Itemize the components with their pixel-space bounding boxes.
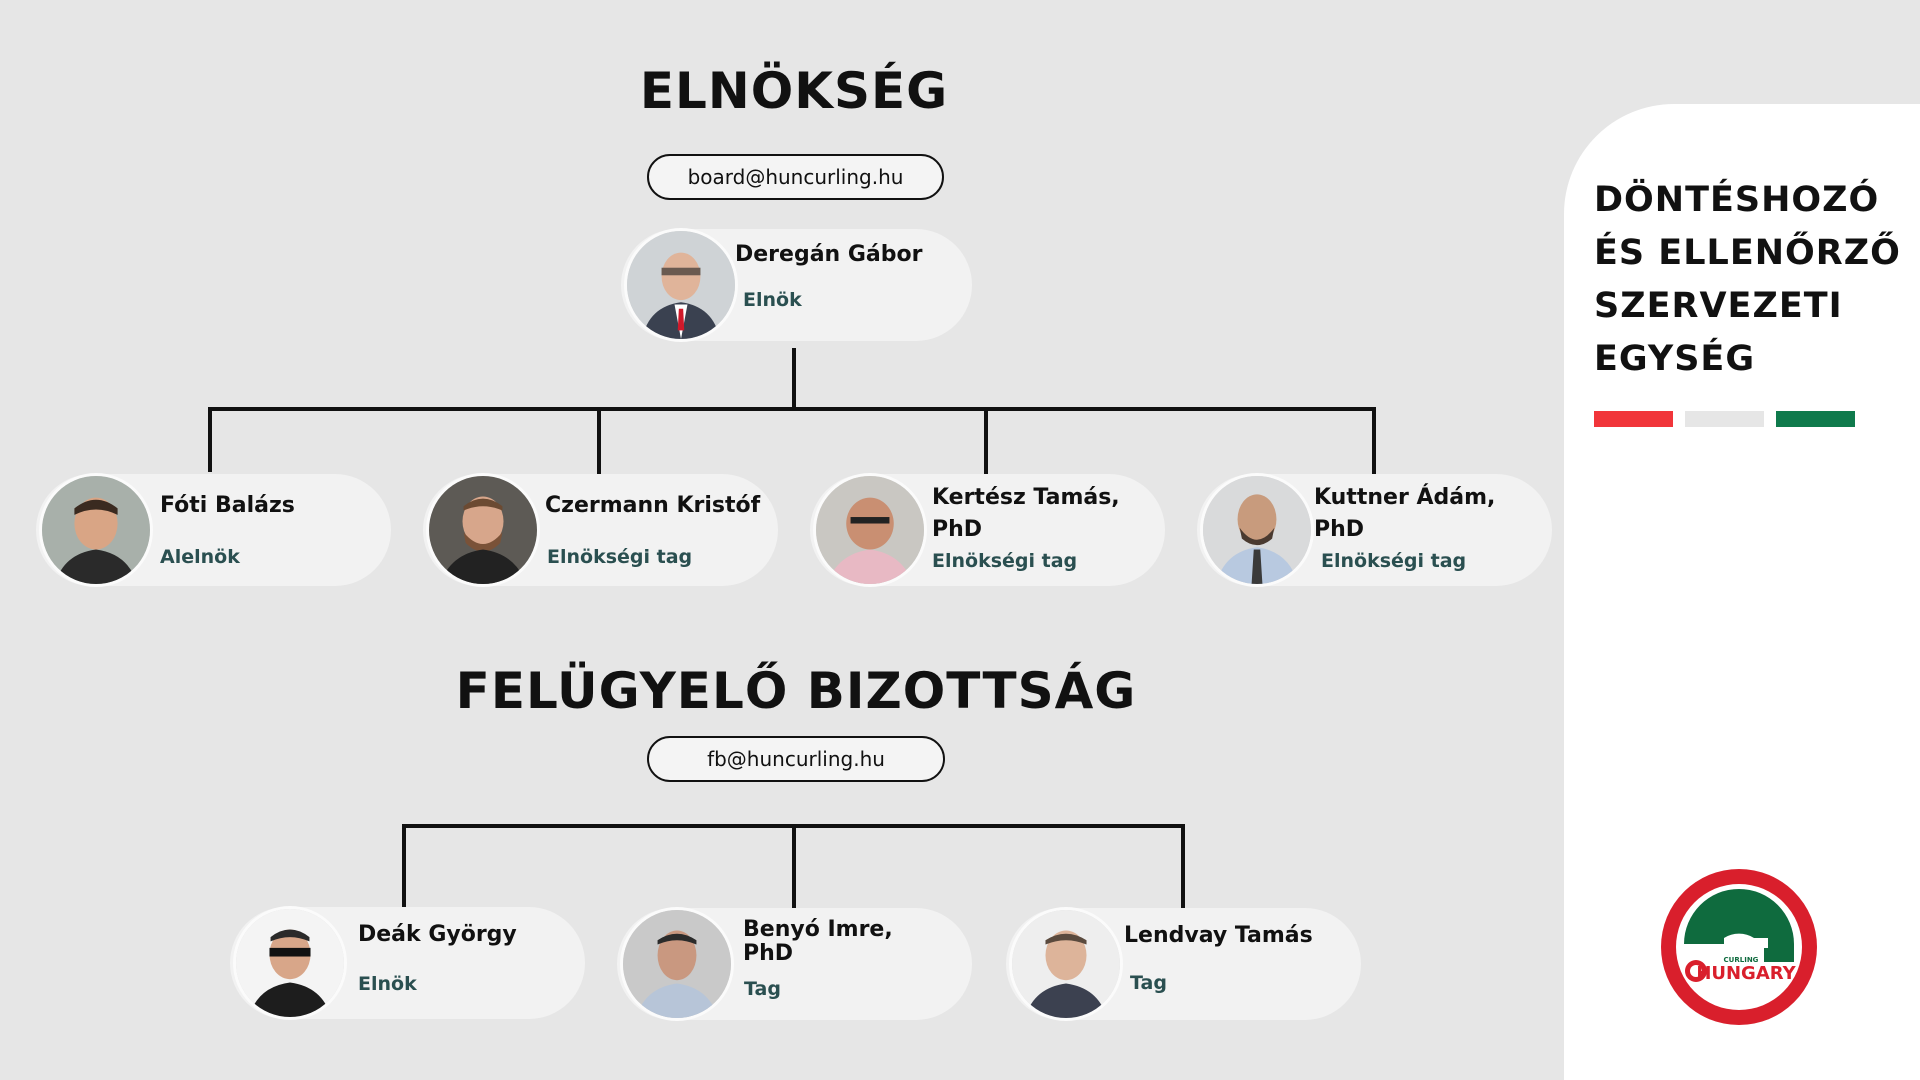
connector-line (208, 407, 1376, 411)
connector-line (402, 824, 406, 908)
person-card-supervisory-member: Benyó Imre, PhD Tag (617, 908, 972, 1020)
person-name: Deák György (358, 922, 517, 947)
connector-line (208, 407, 212, 472)
person-role: Alelnök (160, 546, 240, 568)
avatar (236, 909, 344, 1017)
avatar (1203, 476, 1311, 584)
supervisory-title: FELÜGYELŐ BIZOTTSÁG (455, 662, 1137, 720)
person-role: Elnök (743, 289, 802, 311)
connector-line (1372, 407, 1376, 474)
flag-bar-red (1594, 411, 1673, 427)
person-card-board-member: Kuttner Ádám, PhD Elnökségi tag (1197, 474, 1552, 586)
person-card-supervisory-member: Deák György Elnök (230, 907, 585, 1019)
person-name: Deregán Gábor (735, 242, 923, 267)
supervisory-email[interactable]: fb@huncurling.hu (647, 736, 945, 782)
side-panel-title: DÖNTÉSHOZÓ ÉS ELLENŐRZŐ SZERVEZETI EGYSÉ… (1594, 180, 1901, 379)
person-role: Tag (1130, 972, 1167, 994)
person-name: Kertész Tamás, PhD (932, 485, 1120, 542)
connector-line (792, 824, 796, 908)
person-card-board-member: Kertész Tamás, PhD Elnökségi tag (810, 474, 1165, 586)
board-title: ELNÖKSÉG (639, 62, 949, 120)
person-card-president: Deregán Gábor Elnök (621, 229, 972, 341)
person-role: Tag (744, 978, 781, 1000)
avatar (429, 476, 537, 584)
person-card-supervisory-member: Lendvay Tamás Tag (1006, 908, 1361, 1020)
person-role: Elnökségi tag (1321, 550, 1467, 572)
avatar (627, 231, 735, 339)
connector-line (792, 348, 796, 410)
person-role: Elnökségi tag (932, 550, 1078, 572)
person-card-board-member: Fóti Balázs Alelnök (36, 474, 391, 586)
connector-line (984, 407, 988, 474)
connector-line (1181, 824, 1185, 908)
person-name: Lendvay Tamás (1124, 923, 1313, 948)
person-name: Benyó Imre, PhD (743, 917, 893, 966)
flag-bar-green (1776, 411, 1855, 427)
avatar (1012, 910, 1120, 1018)
avatar (816, 476, 924, 584)
person-name: Fóti Balázs (160, 493, 295, 518)
avatar (623, 910, 731, 1018)
board-email[interactable]: board@huncurling.hu (647, 154, 944, 200)
flag-bar-white (1685, 411, 1764, 427)
side-panel: DÖNTÉSHOZÓ ÉS ELLENŐRZŐ SZERVEZETI EGYSÉ… (1564, 104, 1920, 1080)
person-name: Kuttner Ádám, PhD (1314, 485, 1496, 542)
avatar (42, 476, 150, 584)
logo-small-text: CURLING (1724, 956, 1759, 964)
person-role: Elnök (358, 973, 417, 995)
logo-main-text: HUNGARY (1696, 963, 1796, 984)
connector-line (597, 407, 601, 474)
person-role: Elnökségi tag (547, 546, 693, 568)
person-card-board-member: Czermann Kristóf Elnökségi tag (423, 474, 778, 586)
curling-hungary-logo: CURLING HUNGARY (1661, 869, 1817, 1025)
person-name: Czermann Kristóf (545, 493, 761, 518)
